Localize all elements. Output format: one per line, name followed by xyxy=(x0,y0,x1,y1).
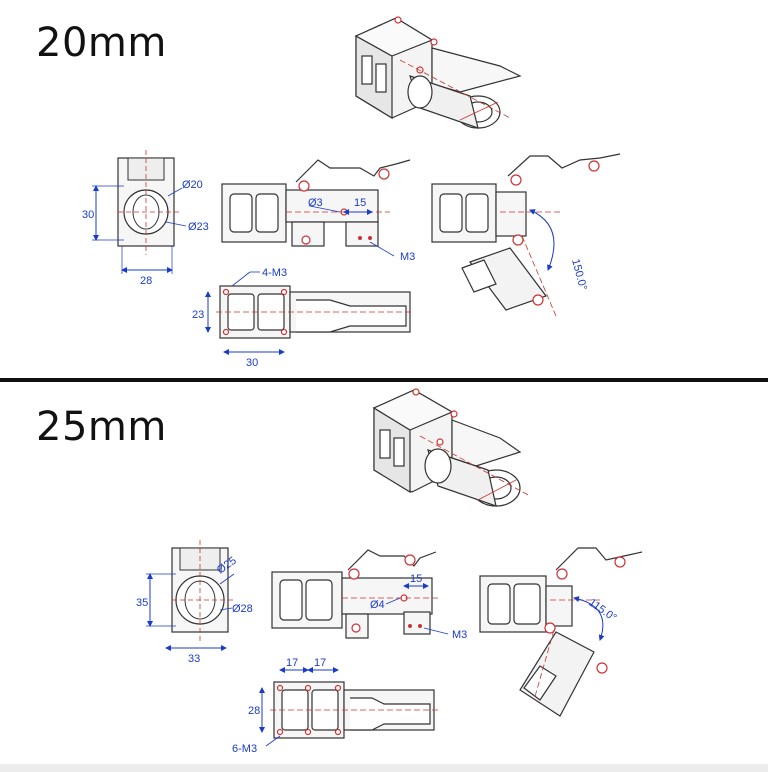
fold-view-20mm xyxy=(431,153,621,317)
iso-part-25mm xyxy=(372,388,531,507)
side-view-20mm xyxy=(221,159,411,247)
dim-front-height-25mm: 35 xyxy=(136,597,148,609)
iso-part-20mm xyxy=(354,16,522,129)
dim-spacing-25mm: 15 xyxy=(410,573,422,585)
dim-top-screws-20mm: 4-M3 xyxy=(262,267,287,279)
dim-hole-dia-25mm: Ø4 xyxy=(370,599,385,611)
section-title-25mm: 25mm xyxy=(36,404,167,450)
dim-outer-dia-20mm: Ø20 xyxy=(182,179,203,191)
dim-top-screws-25mm: 6-M3 xyxy=(232,743,257,755)
dim-top-height-25mm: 28 xyxy=(248,705,260,717)
dim-top-width-20mm: 30 xyxy=(246,357,258,369)
dim-screw-20mm: M3 xyxy=(400,251,415,263)
dim-fold-angle-20mm: 150.0° xyxy=(569,258,589,292)
dim-screw-25mm: M3 xyxy=(452,629,467,641)
dim-top-height-20mm: 23 xyxy=(192,309,204,321)
side-view-25mm xyxy=(271,549,440,639)
footer-bar xyxy=(0,764,768,772)
top-view-20mm xyxy=(216,285,414,339)
section-title-20mm: 20mm xyxy=(36,20,167,66)
fold-view-25mm xyxy=(479,547,643,717)
dim-front-width-25mm: 33 xyxy=(188,653,200,665)
dim-top-col-a-25mm: 17 xyxy=(286,657,298,669)
dim-hole-dia-20mm: Ø3 xyxy=(308,197,323,209)
dim-top-col-b-25mm: 17 xyxy=(314,657,326,669)
top-view-25mm xyxy=(270,681,440,739)
front-view-25mm xyxy=(146,540,235,651)
dim-inner-dia-20mm: Ø23 xyxy=(188,221,209,233)
dim-front-width-20mm: 28 xyxy=(140,275,152,287)
dim-front-height-20mm: 30 xyxy=(82,209,94,221)
dim-spacing-20mm: 15 xyxy=(354,197,366,209)
front-view-20mm xyxy=(92,150,187,274)
dim-inner-dia-25mm: Ø28 xyxy=(232,603,253,615)
section-divider xyxy=(0,378,768,382)
